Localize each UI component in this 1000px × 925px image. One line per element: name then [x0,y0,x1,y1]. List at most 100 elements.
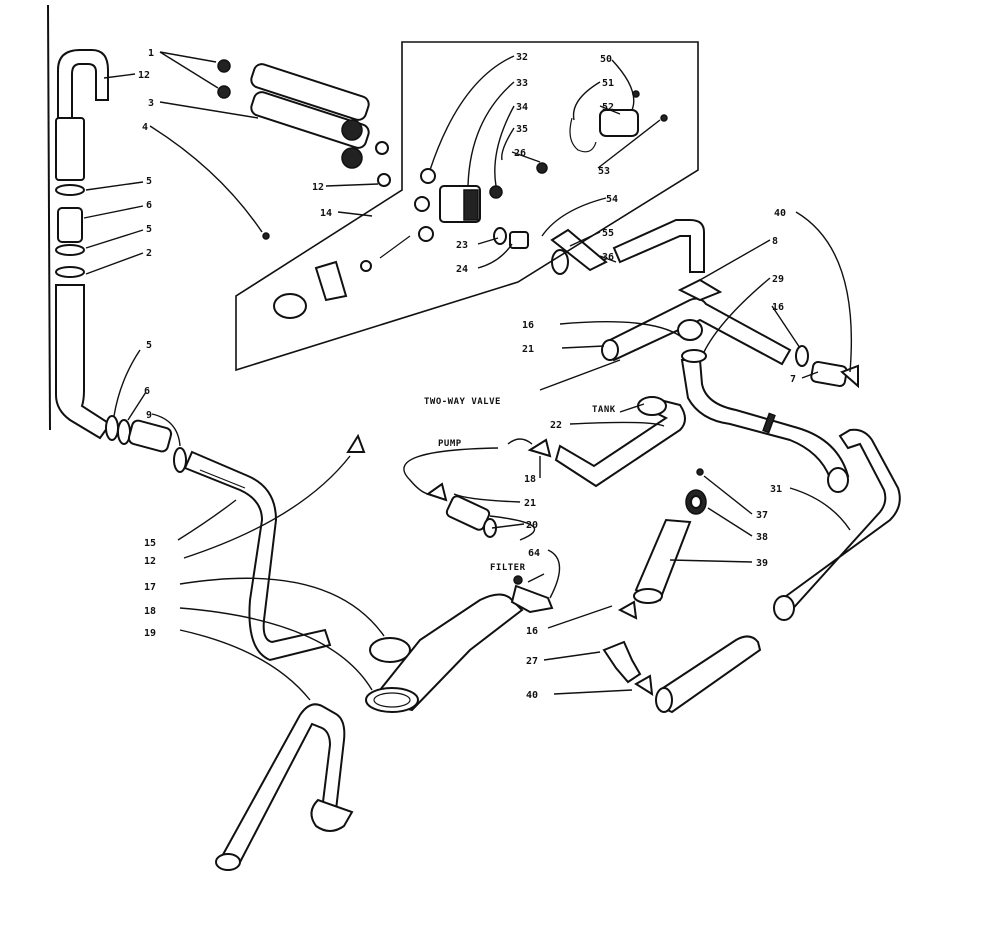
callout: 12 [138,70,150,81]
callout: 31 [770,484,782,495]
tank-hose-22 [554,398,686,488]
o-ring-12 [377,173,391,187]
callout: 29 [772,274,784,285]
tee-down-end [827,467,849,493]
coupling-6 [57,207,83,243]
callout: 50 [600,54,612,65]
callout: 3 [148,98,154,109]
hose-40-check [634,674,654,696]
callout: 40 [774,208,786,219]
filter-flange [510,584,554,614]
callout: 64 [528,548,540,559]
pump-check-valve [527,438,552,458]
screw-shaft [379,235,411,259]
callout: 35 [516,124,528,135]
callout: 51 [602,78,614,89]
right-clamp-16 [795,345,809,367]
callout: 20 [526,520,538,531]
hose-40-lower [656,635,762,714]
tee-branch [677,319,703,341]
clamp-ring [55,184,85,196]
bottom-elbow [310,798,354,832]
long-hose-31 [776,428,901,616]
hose-39-end [633,588,663,604]
lower-hose-segment [55,284,112,440]
ring-38-hole [690,495,702,509]
callout: 18 [144,606,156,617]
screw-53 [660,114,668,122]
screw-head [360,260,372,272]
screw-37 [696,468,704,476]
o-ring-12 [375,141,389,155]
callout: 32 [516,52,528,63]
callout: 9 [146,410,152,421]
callout: 23 [456,240,468,251]
left-border-line [47,4,51,431]
exploded-parts [217,59,668,319]
callout: 8 [772,236,778,247]
callout: 40 [526,690,538,701]
callout: 4 [142,122,148,133]
callout: 21 [522,344,534,355]
exploded-view-box [235,41,699,372]
callout: 37 [756,510,768,521]
valve-hose-lower [250,91,370,149]
filter-ring-18 [365,687,419,713]
tee-top [677,278,723,302]
filter-seal-17 [369,637,411,663]
bracket-fitting [273,293,307,319]
callout: 16 [772,302,784,313]
filter-label: FILTER [490,563,526,573]
callout: 21 [524,498,536,509]
callout: 18 [524,474,536,485]
clamp-ring [173,447,187,473]
valve-washer-32 [420,168,436,184]
callout: 38 [756,532,768,543]
callout: 12 [144,556,156,567]
valve-27 [602,640,642,684]
valve-coil [341,119,363,141]
two-way-valve-check [346,433,366,453]
callout: 17 [144,582,156,593]
hose-15-stripe [199,469,246,489]
valve-check-16 [617,600,638,620]
callout: 34 [516,102,528,113]
callout: 54 [606,194,618,205]
valve-body-dark [463,189,479,221]
callout: 12 [312,182,324,193]
pump-check-valve-21 [425,482,448,502]
tee-band [762,412,776,434]
callout: 5 [146,340,152,351]
callout: 1 [148,48,154,59]
tank-hose-end [637,396,667,416]
valve-ring-23 [493,227,507,245]
hose-15 [183,450,332,662]
leader-lines [83,51,853,701]
callout: 7 [790,374,796,385]
hose-40-end [655,687,673,713]
callout: 22 [550,420,562,431]
callout: 55 [602,228,614,239]
callout: 36 [602,252,614,263]
tee-hose-left-end [601,339,619,361]
connector-9 [127,419,173,453]
callout: 2 [146,248,152,259]
screw-26 [536,162,548,174]
two-way-valve-label: TWO-WAY VALVE [424,397,501,407]
callout: 15 [144,538,156,549]
callout: 16 [522,320,534,331]
valve-washer-34 [489,185,503,199]
callout: 26 [514,148,526,159]
clamp-ring [55,244,85,256]
tank-label: TANK [592,405,616,415]
callout: 16 [526,626,538,637]
callout: 33 [516,78,528,89]
washer-1 [217,85,231,99]
valve-washer [414,196,430,212]
clamp-ring [117,419,131,445]
tee-hose-21 [604,297,792,366]
callout: 24 [456,264,468,275]
callout: 5 [146,176,152,187]
bracket-screw [262,232,270,240]
